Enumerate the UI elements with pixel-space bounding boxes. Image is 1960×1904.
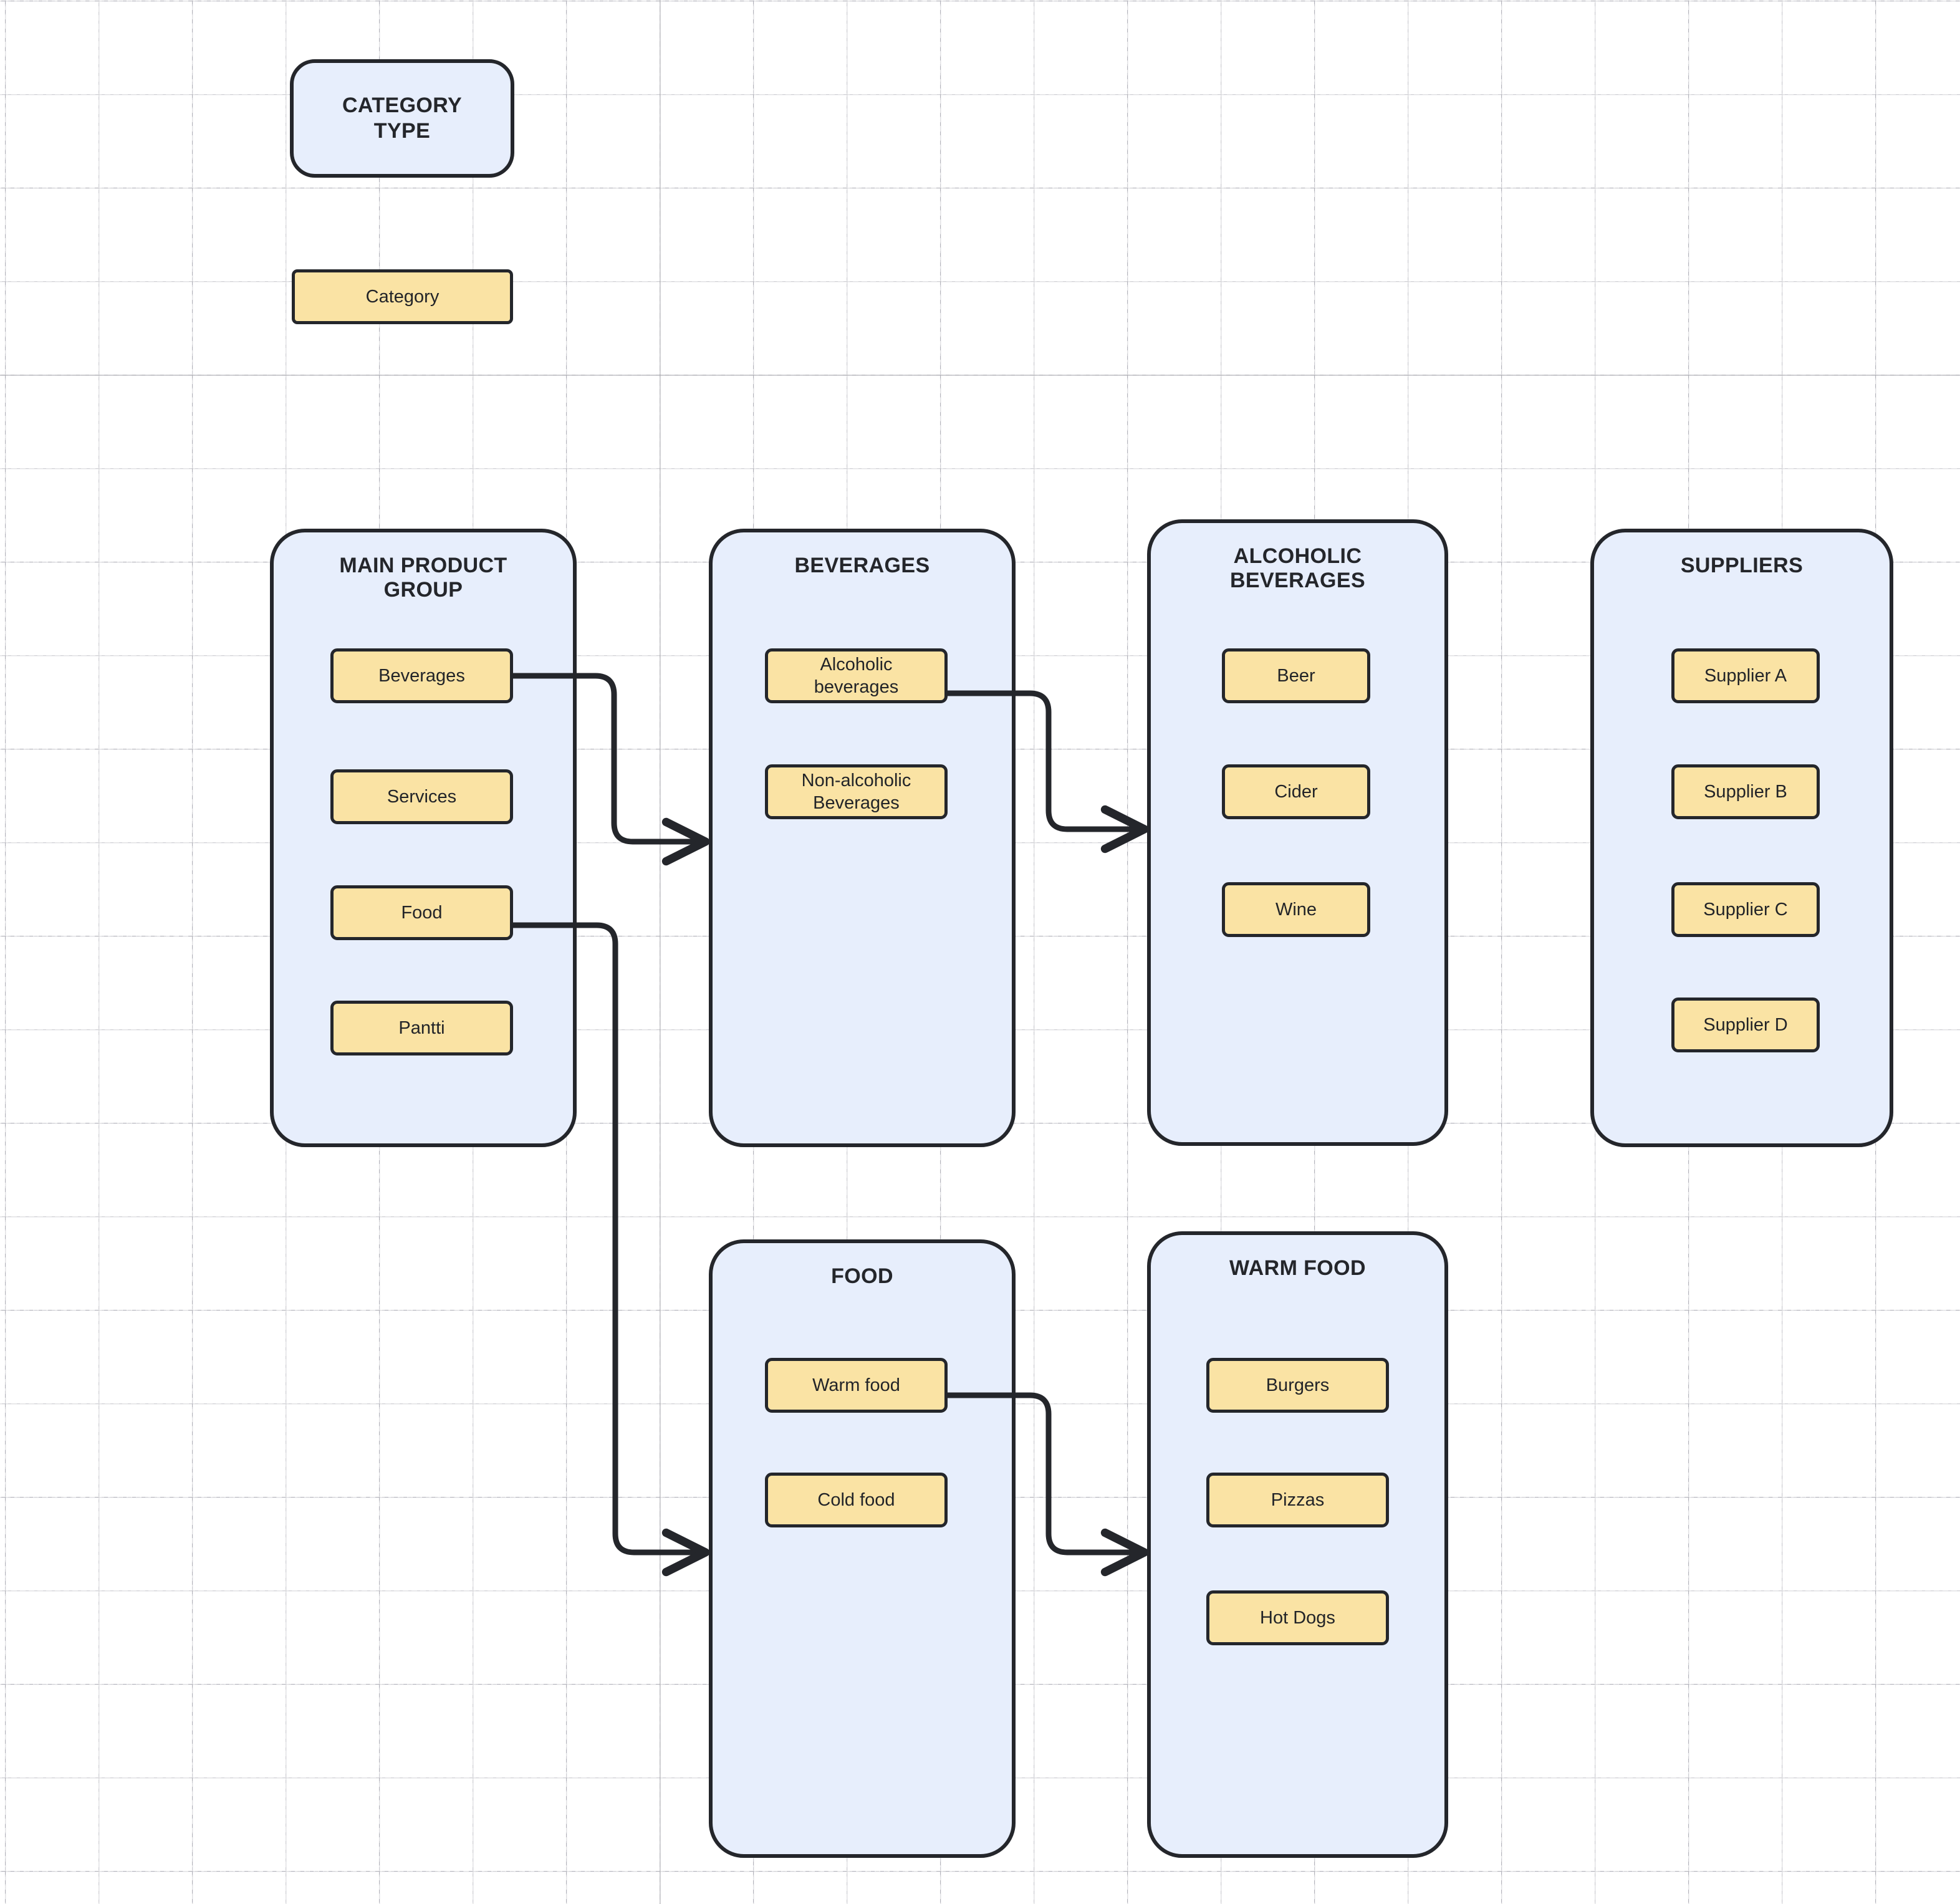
chip-label: Cider (1274, 781, 1318, 802)
chip-label: Beer (1277, 665, 1315, 686)
chip-label: Cold food (817, 1489, 895, 1510)
legend-category-chip[interactable]: Category (292, 269, 513, 324)
chip-wine[interactable]: Wine (1222, 882, 1370, 937)
chip-label: Supplier B (1704, 781, 1787, 802)
chip-supplier-d[interactable]: Supplier D (1671, 998, 1820, 1052)
chip-label: Supplier A (1704, 665, 1787, 686)
group-title-warm-food: WARM FOOD (1229, 1256, 1366, 1280)
chip-label: Pantti (398, 1017, 445, 1038)
chip-supplier-a[interactable]: Supplier A (1671, 648, 1820, 703)
chip-hot-dogs[interactable]: Hot Dogs (1206, 1590, 1389, 1645)
group-alcoholic-beverages[interactable]: ALCOHOLIC BEVERAGES (1147, 519, 1448, 1146)
chip-label: Supplier D (1703, 1014, 1788, 1035)
chip-label: Wine (1275, 899, 1317, 920)
group-warm-food[interactable]: WARM FOOD (1147, 1231, 1448, 1858)
chip-beer[interactable]: Beer (1222, 648, 1370, 703)
chip-pantti[interactable]: Pantti (330, 1001, 513, 1055)
chip-cold-food[interactable]: Cold food (765, 1473, 948, 1527)
group-title-suppliers: SUPPLIERS (1680, 554, 1804, 577)
chip-cider[interactable]: Cider (1222, 764, 1370, 819)
chip-label: Beverages (378, 665, 465, 686)
group-title-alcoholic-beverages: ALCOHOLIC BEVERAGES (1229, 544, 1366, 593)
chip-label: Supplier C (1703, 899, 1788, 920)
chip-non-alcoholic-beverages[interactable]: Non-alcoholic Beverages (765, 764, 948, 819)
group-suppliers[interactable]: SUPPLIERS (1590, 529, 1893, 1147)
chip-label: Warm food (812, 1375, 900, 1395)
legend-category-label: Category (365, 286, 440, 307)
chip-alcoholic-beverages[interactable]: Alcoholic beverages (765, 648, 948, 703)
chip-pizzas[interactable]: Pizzas (1206, 1473, 1389, 1527)
chip-services[interactable]: Services (330, 769, 513, 824)
chip-supplier-c[interactable]: Supplier C (1671, 882, 1820, 937)
chip-label: Non-alcoholic Beverages (801, 770, 911, 813)
chip-beverages[interactable]: Beverages (330, 648, 513, 703)
chip-label: Services (387, 786, 457, 807)
chip-label: Hot Dogs (1260, 1607, 1335, 1628)
chip-label: Alcoholic beverages (814, 654, 899, 697)
chip-supplier-b[interactable]: Supplier B (1671, 764, 1820, 819)
group-food[interactable]: FOOD (709, 1239, 1016, 1858)
legend-category-type-node[interactable]: CATEGORY TYPE (290, 59, 514, 178)
group-title-main-product-group: MAIN PRODUCT GROUP (339, 554, 507, 602)
chip-food[interactable]: Food (330, 885, 513, 940)
chip-burgers[interactable]: Burgers (1206, 1358, 1389, 1413)
group-title-beverages: BEVERAGES (794, 554, 930, 577)
chip-label: Burgers (1266, 1375, 1330, 1395)
chip-warm-food[interactable]: Warm food (765, 1358, 948, 1413)
group-beverages[interactable]: BEVERAGES (709, 529, 1016, 1147)
group-title-food: FOOD (831, 1264, 893, 1288)
legend-category-type-label: CATEGORY TYPE (342, 94, 463, 143)
chip-label: Pizzas (1271, 1489, 1325, 1510)
chip-label: Food (401, 902, 443, 923)
